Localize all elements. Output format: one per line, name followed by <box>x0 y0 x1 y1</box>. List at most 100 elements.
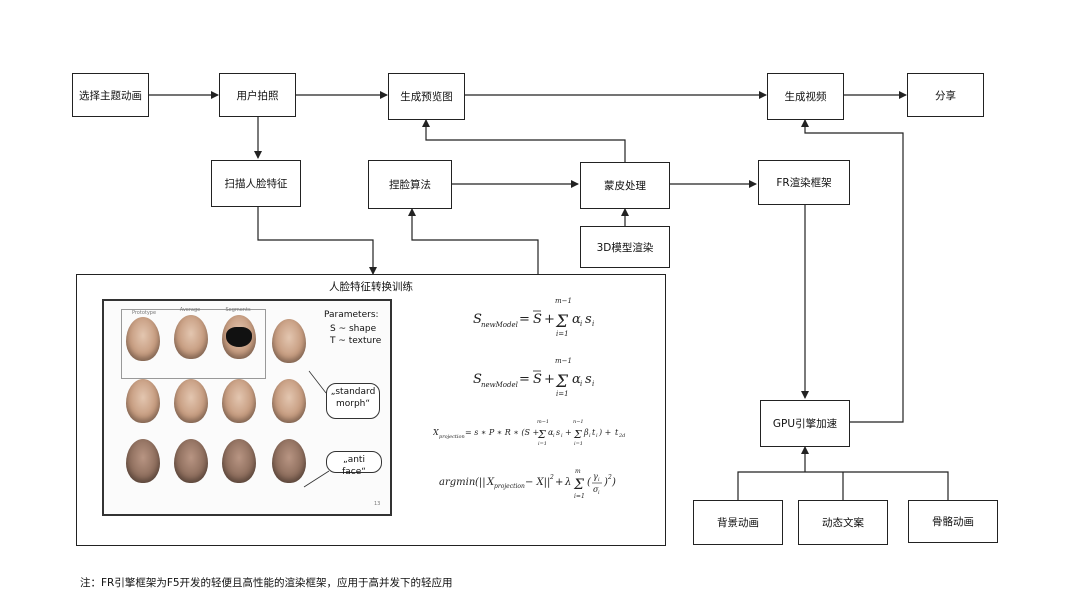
node-fr-framework: FR渲染框架 <box>758 160 850 205</box>
edge-panel-to-algo <box>408 208 539 274</box>
face-image-icon <box>222 315 256 359</box>
svg-text:i: i <box>589 433 591 439</box>
svg-text:m−1: m−1 <box>555 297 572 305</box>
node-gpu-accel: GPU引擎加速 <box>760 400 850 447</box>
svg-text:β: β <box>583 428 589 437</box>
svg-text:i: i <box>598 490 600 496</box>
node-share: 分享 <box>907 73 984 117</box>
face-image-icon <box>126 379 160 423</box>
svg-text:S: S <box>533 372 542 387</box>
svg-text:σ: σ <box>593 485 599 494</box>
svg-text:Σ: Σ <box>537 428 546 441</box>
face-image-icon <box>222 379 256 423</box>
face-image-icon <box>126 439 160 483</box>
face-image-icon <box>222 439 256 483</box>
formula-argmin: argmin (|| X projection − X|| 2 + λ Σ i=… <box>439 465 639 509</box>
svg-text:i=1: i=1 <box>556 390 569 398</box>
svg-text:α: α <box>572 312 581 327</box>
col-label-average: Average <box>179 307 201 313</box>
svg-text:α: α <box>548 428 554 437</box>
svg-text:) +: ) + <box>598 428 611 437</box>
panel-title: 人脸特征转换训练 <box>329 281 413 293</box>
svg-text:newModel: newModel <box>481 321 518 329</box>
svg-text:t: t <box>615 428 619 437</box>
node-dyn-text: 动态文案 <box>798 500 888 545</box>
svg-text:S: S <box>533 312 542 327</box>
svg-text:=: = <box>519 372 530 387</box>
svg-text:Σ: Σ <box>555 312 569 332</box>
face-image-icon <box>272 439 306 483</box>
edge-skin-to-preview <box>422 119 626 162</box>
svg-text:i: i <box>580 320 582 328</box>
svg-text:+: + <box>565 428 572 437</box>
footnote: 注：FR引擎框架为F5开发的轻便且高性能的渲染框架，应用于高并发下的轻应用 <box>80 577 453 589</box>
svg-text:i: i <box>598 477 600 483</box>
node-user-photo: 用户拍照 <box>219 73 296 117</box>
svg-text:Σ: Σ <box>573 428 582 441</box>
face-image-icon <box>272 319 306 363</box>
col-label-prototype: Prototype <box>131 310 157 316</box>
svg-text:i=1: i=1 <box>538 441 547 447</box>
face-image-icon <box>174 315 208 359</box>
svg-text:+: + <box>544 312 555 327</box>
svg-text:i=1: i=1 <box>574 493 585 500</box>
svg-text:+: + <box>555 477 563 488</box>
svg-text:γ: γ <box>593 472 598 481</box>
svg-text:− X||: − X|| <box>525 477 550 488</box>
svg-text:m: m <box>575 468 581 475</box>
svg-text:(||: (|| <box>475 477 486 488</box>
svg-text:= s ∗ P ∗ R ∗ (S +: = s ∗ P ∗ R ∗ (S + <box>465 428 539 437</box>
svg-text:n−1: n−1 <box>573 419 584 425</box>
svg-text:=: = <box>519 312 530 327</box>
svg-text:X: X <box>433 428 439 437</box>
node-select-theme: 选择主题动画 <box>72 73 149 117</box>
face-training-panel: 人脸特征转换训练 Prototype Average Segments Para… <box>76 274 666 546</box>
svg-text:i: i <box>561 433 563 439</box>
face-image-icon <box>174 379 208 423</box>
svg-text:s: s <box>556 428 560 437</box>
edge-gpu-to-video <box>801 119 904 423</box>
prototype-group-frame <box>121 309 266 379</box>
svg-text:2: 2 <box>607 474 612 481</box>
svg-text:i=1: i=1 <box>556 330 569 338</box>
node-skinning: 蒙皮处理 <box>580 162 670 209</box>
node-scan-face: 扫描人脸特征 <box>211 160 301 207</box>
svg-text:i: i <box>592 320 594 328</box>
svg-text:Σ: Σ <box>573 477 584 493</box>
bubble-standard-morph: „standard morph“ <box>326 383 380 419</box>
svg-text:i=1: i=1 <box>574 441 583 447</box>
col-label-segments: Segments <box>225 307 251 313</box>
svg-text:S: S <box>473 372 482 387</box>
svg-text:Σ: Σ <box>555 372 569 392</box>
svg-text:+: + <box>544 372 555 387</box>
svg-text:): ) <box>603 477 608 488</box>
svg-text:): ) <box>611 477 616 488</box>
svg-text:m−1: m−1 <box>537 419 549 425</box>
face-image-icon <box>272 379 306 423</box>
face-image-icon <box>174 439 208 483</box>
formula-shape-model-1: S newModel = S + m−1 Σ i=1 α i s i <box>473 295 623 343</box>
svg-text:α: α <box>572 372 581 387</box>
svg-text:newModel: newModel <box>481 381 518 389</box>
formula-shape-model-2: S newModel = S + m−1 Σ i=1 α i s i <box>473 355 623 403</box>
svg-text:2d: 2d <box>618 433 625 439</box>
svg-text:i: i <box>553 433 555 439</box>
svg-text:s: s <box>585 372 592 387</box>
edge-scan-to-panel <box>257 206 377 275</box>
node-face-algo: 捏脸算法 <box>368 160 452 209</box>
node-bg-anim: 背景动画 <box>693 500 783 545</box>
svg-text:m−1: m−1 <box>555 357 572 365</box>
params-title: Parameters: <box>324 310 379 320</box>
param-texture: T ~ texture <box>330 336 382 346</box>
svg-text:projection: projection <box>439 434 465 440</box>
svg-text:X: X <box>486 477 495 488</box>
slide-page-number: 13 <box>374 501 381 507</box>
svg-text:i: i <box>592 380 594 388</box>
svg-text:2: 2 <box>549 474 554 481</box>
node-gen-video: 生成视频 <box>767 73 844 120</box>
face-morph-slide: Prototype Average Segments Parameters: S… <box>102 299 392 516</box>
svg-text:λ: λ <box>564 477 571 488</box>
face-image-icon <box>126 317 160 361</box>
